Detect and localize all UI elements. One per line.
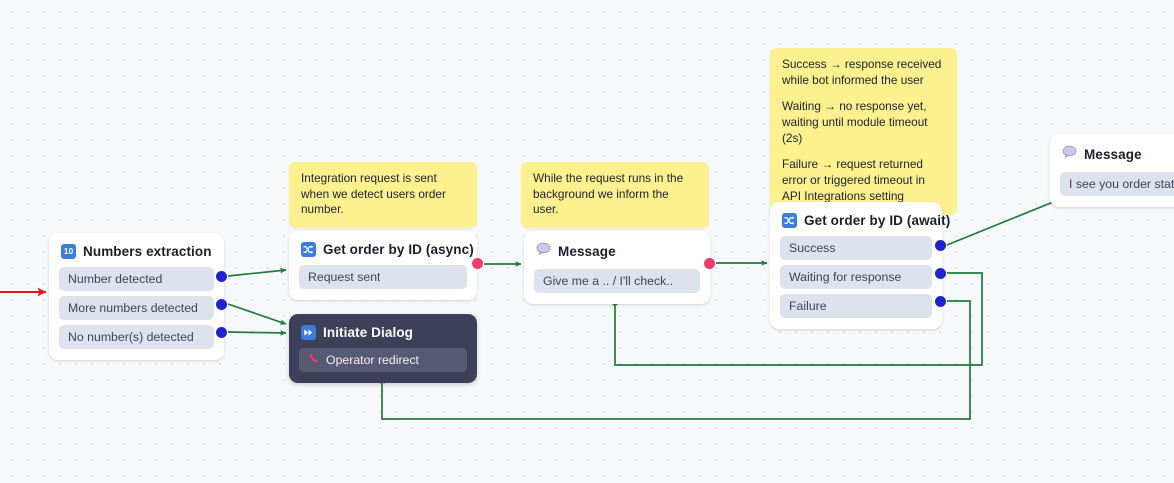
note-line-success: Success → response received while bot in… — [782, 57, 942, 87]
port-row-give-me-a[interactable]: Give me a .. / I'll check.. — [534, 269, 700, 293]
port-label: Request sent — [308, 270, 381, 284]
node-title: Initiate Dialog — [323, 325, 414, 340]
node-header: Get order by ID (await) — [782, 213, 950, 228]
port-label: More numbers detected — [68, 301, 198, 315]
output-handle-request-sent[interactable] — [472, 258, 483, 269]
port-label: Give me a .. / I'll check.. — [543, 274, 674, 288]
note-line-waiting: Waiting → no response yet, waiting until… — [782, 99, 928, 145]
fast-forward-icon — [301, 325, 316, 340]
speech-bubble-icon — [536, 242, 551, 261]
output-handle-success[interactable] — [935, 240, 946, 251]
node-message-check[interactable]: Message Give me a .. / I'll check.. — [524, 231, 710, 304]
edge-success-to-message-order-state — [946, 197, 1064, 246]
node-message-order-state[interactable]: Message I see you order state is — [1050, 134, 1174, 207]
speech-bubble-icon — [1062, 145, 1077, 164]
node-header: 10 Numbers extraction — [61, 244, 214, 259]
phone-icon — [308, 351, 320, 369]
port-label: No number(s) detected — [68, 330, 194, 344]
node-get-order-by-id-async[interactable]: Get order by ID (async) Request sent — [289, 231, 477, 300]
shuffle-icon — [301, 242, 316, 257]
output-handle-more-numbers-detected[interactable] — [216, 299, 227, 310]
edge-number-detected-to-get-order-async — [227, 267, 287, 277]
port-label: Success — [789, 241, 836, 255]
port-label: I see you order state is — [1069, 177, 1174, 191]
port-label: Waiting for response — [789, 270, 902, 284]
port-row-failure[interactable]: Failure — [780, 294, 932, 318]
port-label: Number detected — [68, 272, 163, 286]
output-handle-failure[interactable] — [935, 296, 946, 307]
output-handle-number-detected[interactable] — [216, 271, 227, 282]
node-header: Get order by ID (async) — [301, 242, 474, 257]
port-label: Operator redirect — [326, 353, 419, 367]
port-row-success[interactable]: Success — [780, 236, 932, 260]
node-header: Initiate Dialog — [301, 325, 467, 340]
port-row-number-detected[interactable]: Number detected — [59, 267, 214, 291]
port-row-more-numbers-detected[interactable]: More numbers detected — [59, 296, 214, 320]
edge-more-numbers-to-initiate-dialog — [227, 303, 287, 325]
port-label: Failure — [789, 299, 827, 313]
note-line: While the request runs in the background… — [533, 171, 684, 217]
output-handle-waiting-for-response[interactable] — [935, 268, 946, 279]
port-row-no-numbers-detected[interactable]: No number(s) detected — [59, 325, 214, 349]
shuffle-icon — [782, 213, 797, 228]
output-handle-message-check[interactable] — [704, 258, 715, 269]
sticky-note-background[interactable]: While the request runs in the background… — [521, 162, 709, 229]
port-row-order-state[interactable]: I see you order state is — [1060, 172, 1174, 196]
node-title: Get order by ID (async) — [323, 242, 474, 257]
edge-no-numbers-to-initiate-dialog — [227, 330, 287, 336]
output-handle-no-numbers-detected[interactable] — [216, 327, 227, 338]
node-title: Get order by ID (await) — [804, 213, 951, 228]
port-row-waiting-for-response[interactable]: Waiting for response — [780, 265, 932, 289]
note-line: Integration request is sent when we dete… — [301, 171, 446, 217]
port-row-operator-redirect[interactable]: Operator redirect — [299, 348, 467, 372]
note-line-failure: Failure → request returned error or trig… — [782, 157, 925, 203]
number-badge-icon: 10 — [61, 244, 76, 259]
sticky-note-integration[interactable]: Integration request is sent when we dete… — [289, 162, 477, 229]
sticky-note-outcomes[interactable]: Success → response received while bot in… — [770, 48, 957, 215]
node-numbers-extraction[interactable]: 10 Numbers extraction Number detected Mo… — [49, 233, 224, 360]
node-header: Message — [1062, 145, 1174, 164]
node-get-order-by-id-await[interactable]: Get order by ID (await) Success Waiting … — [770, 202, 950, 329]
node-title: Message — [1084, 147, 1142, 162]
node-title: Message — [558, 244, 616, 259]
node-header: Message — [536, 242, 700, 261]
node-title: Numbers extraction — [83, 244, 212, 259]
port-row-request-sent[interactable]: Request sent — [299, 265, 467, 289]
node-initiate-dialog[interactable]: Initiate Dialog Operator redirect — [289, 314, 477, 383]
